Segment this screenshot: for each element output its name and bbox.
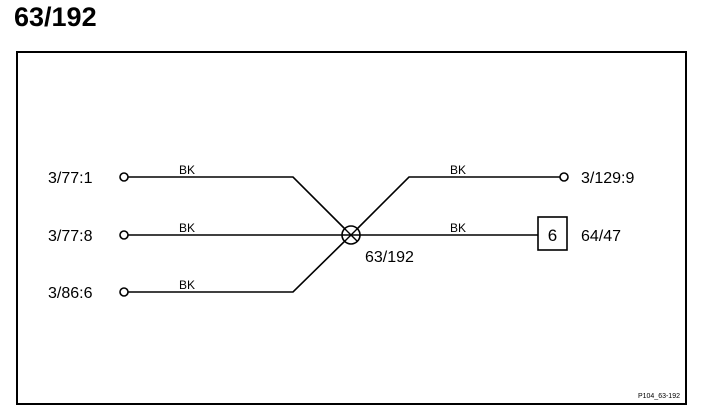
terminal-3-77-1-icon [119, 172, 129, 182]
wire-color-label: BK [450, 163, 466, 177]
splice-node-icon [341, 225, 361, 245]
connector-label-3-86-6: 3/86:6 [48, 285, 93, 302]
wire-3-86-6 [128, 234, 352, 293]
terminal-3-129-9-icon [559, 172, 569, 182]
terminal-3-77-8-icon [119, 230, 129, 240]
wire-color-label: BK [450, 221, 466, 235]
connector-label-3-77-1: 3/77:1 [48, 170, 93, 187]
wire-3-77-1 [128, 176, 352, 236]
wire-color-label: BK [179, 278, 195, 292]
connector-label-64-47: 64/47 [581, 228, 621, 245]
diagram-frame [16, 51, 687, 405]
wire-color-label: BK [179, 163, 195, 177]
connector-label-3-129-9: 3/129:9 [581, 170, 634, 187]
terminal-3-86-6-icon [119, 287, 129, 297]
connector-label-3-77-8: 3/77:8 [48, 228, 93, 245]
splice-label: 63/192 [365, 249, 414, 266]
diagram-reference-code: P104_63-192 [638, 393, 680, 400]
component-box [537, 216, 568, 251]
wire-color-label: BK [179, 221, 195, 235]
page-title: 63/192 [14, 2, 97, 32]
component-box-number: 6 [548, 226, 557, 245]
wire-3-129-9 [350, 176, 560, 236]
